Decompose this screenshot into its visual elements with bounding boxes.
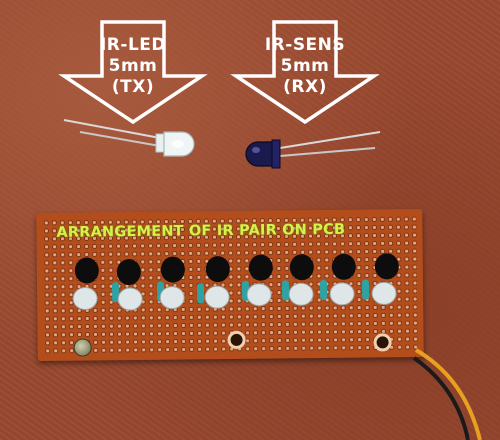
rx-label-line1: IR-SENS: [264, 35, 346, 55]
rx-label-line3: (RX): [283, 77, 327, 97]
ir-pair-7: [329, 253, 356, 306]
resistor-5: [281, 280, 290, 301]
ir-led-component: [63, 119, 195, 157]
ir-pair-5: [246, 254, 273, 307]
resistor-1: [111, 282, 120, 303]
rx-down-arrow: [230, 20, 380, 125]
ir-pair-array: [72, 253, 399, 311]
ir-sensor-component: [245, 131, 381, 169]
mounting-screw: [73, 338, 92, 357]
ir-pair-1: [72, 257, 99, 311]
tx-label-line3: (TX): [111, 77, 155, 97]
resistor-3: [197, 283, 205, 304]
tx-label-line1: IR-LED: [99, 35, 167, 55]
tx-label-line2: 5mm: [108, 56, 158, 76]
tx-label: IR-LED 5mm (TX): [88, 35, 178, 98]
ir-pair-4: [204, 256, 230, 309]
ir-pair-2: [116, 259, 143, 311]
rx-label: IR-SENS 5mm (RX): [260, 35, 350, 98]
resistor-6: [319, 280, 328, 301]
connection-wires: [412, 348, 482, 440]
resistor-7: [361, 279, 370, 300]
mounting-hole-center: [227, 330, 246, 350]
ir-pair-6: [288, 254, 314, 306]
perfboard-pcb: ARRANGEMENT OF IR PAIR ON PCB: [36, 208, 424, 362]
ir-pair-8: [371, 253, 399, 305]
rx-label-line2: 5mm: [280, 56, 330, 76]
tx-down-arrow: [58, 20, 208, 125]
ir-pair-3: [159, 256, 185, 310]
mounting-hole-right: [373, 333, 392, 352]
